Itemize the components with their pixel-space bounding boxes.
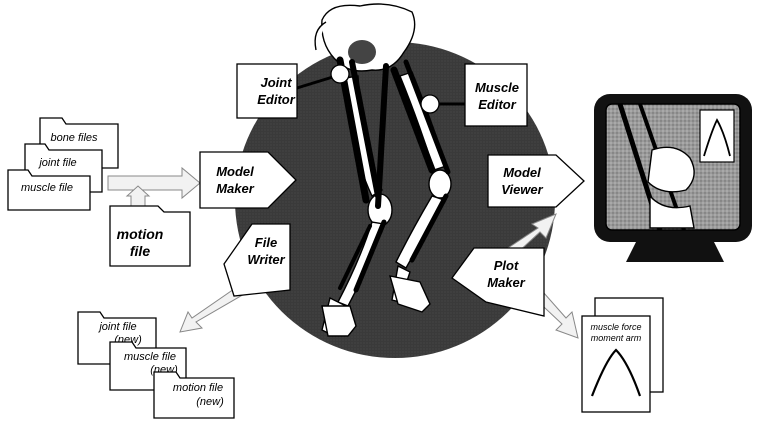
joint-editor-knob xyxy=(331,65,349,83)
file-writer-label-line1: File xyxy=(255,235,277,250)
new-joint-file-label: joint file xyxy=(97,321,136,333)
plot-page-label-line1: muscle force xyxy=(590,322,641,332)
new-motion-file-label: motion file xyxy=(173,382,223,394)
file-writer-label-line2: Writer xyxy=(247,252,285,267)
new-motion-file-folder xyxy=(154,372,234,418)
monitor xyxy=(594,94,752,262)
model-viewer-pentagon xyxy=(488,155,584,207)
muscle-editor-knob xyxy=(421,95,439,113)
motion-file-label-line2: file xyxy=(130,243,150,259)
joint-file-label: joint file xyxy=(37,157,76,169)
bone-files-label: bone files xyxy=(50,132,98,144)
joint-editor-box xyxy=(237,64,297,118)
motion-file-label-line1: motion xyxy=(117,226,164,242)
plot-maker-label-line1: Plot xyxy=(494,258,519,273)
model-viewer-label-line2: Viewer xyxy=(501,182,543,197)
plot-maker-label-line2: Maker xyxy=(487,275,526,290)
muscle-editor-label-line2: Editor xyxy=(478,97,516,112)
muscle-editor-box xyxy=(465,64,527,126)
muscle-editor-label-line1: Muscle xyxy=(475,80,519,95)
new-motion-file-new: (new) xyxy=(196,396,224,408)
output-file-stack: joint file (new) muscle file (new) motio… xyxy=(78,312,234,418)
joint-editor-label-line2: Editor xyxy=(257,92,295,107)
new-muscle-file-label: muscle file xyxy=(124,351,176,363)
model-maker-label-line2: Maker xyxy=(216,181,255,196)
plot-page-label-line2: moment arm xyxy=(591,333,642,343)
input-file-stack: bone files joint file muscle file xyxy=(8,118,118,210)
muscle-file-label: muscle file xyxy=(21,182,73,194)
arrow-files-to-model-maker xyxy=(108,168,200,198)
model-viewer-label-line1: Model xyxy=(503,165,541,180)
monitor-stand xyxy=(626,242,724,262)
model-maker-label-line1: Model xyxy=(216,164,254,179)
joint-editor-label-line1: Joint xyxy=(260,75,292,90)
